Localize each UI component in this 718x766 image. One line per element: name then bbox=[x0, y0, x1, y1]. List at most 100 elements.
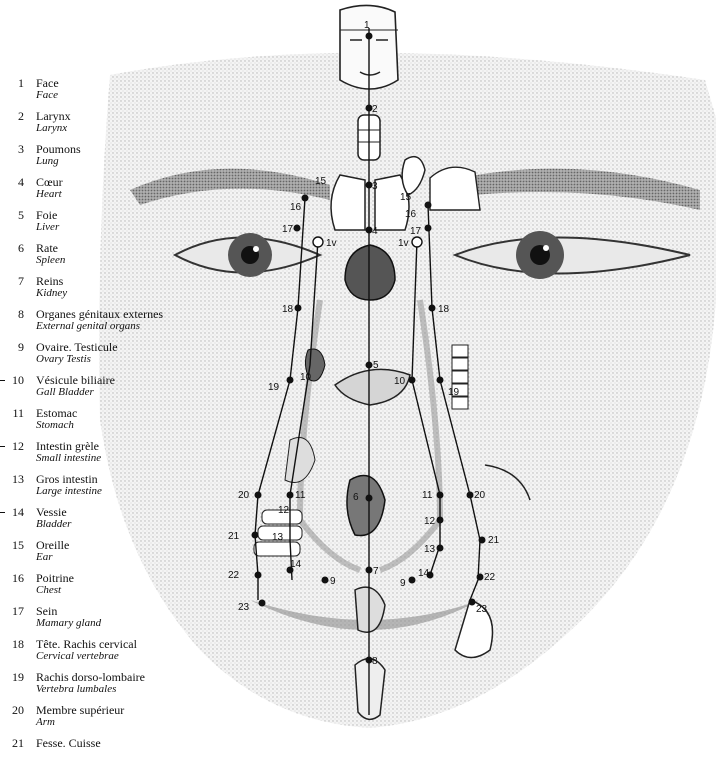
label-l12: 12 bbox=[278, 505, 290, 516]
legend-french-label: Intestin grèle bbox=[36, 439, 99, 453]
legend-english-label: Small intestine bbox=[36, 452, 101, 465]
label-l18: 18 bbox=[282, 304, 294, 315]
legend-french-label: Tête. Rachis cervical bbox=[36, 637, 137, 651]
legend-number: 4 bbox=[0, 175, 24, 189]
label-r15: 15 bbox=[400, 192, 412, 203]
point-5 bbox=[366, 362, 373, 369]
legend-french-label: Ovaire. Testicule bbox=[36, 340, 118, 354]
legend-french-label: Rate bbox=[36, 241, 58, 255]
legend-english-label: External genital organs bbox=[36, 320, 140, 333]
label-r22: 22 bbox=[484, 572, 496, 583]
label-m7: 7 bbox=[373, 566, 379, 577]
legend-french-label: Rachis dorso-lombaire bbox=[36, 670, 145, 684]
label-r12: 12 bbox=[424, 516, 436, 527]
label-r14: 14 bbox=[418, 568, 430, 579]
legend-english-label: Kidney bbox=[36, 287, 67, 300]
label-r1v: 1v bbox=[398, 238, 409, 249]
legend-french-label: Vésicule biliaire bbox=[36, 373, 115, 387]
legend-french-label: Gros intestin bbox=[36, 472, 98, 486]
label-r21: 21 bbox=[488, 535, 500, 546]
legend-number: 11 bbox=[0, 406, 24, 420]
legend-number: 19 bbox=[0, 670, 24, 684]
label-r23: 23 bbox=[476, 604, 488, 615]
label-l11: 11 bbox=[295, 490, 306, 501]
label-l1v: 1v bbox=[326, 238, 337, 249]
legend-number: 7 bbox=[0, 274, 24, 288]
legend-french-label: Larynx bbox=[36, 109, 71, 123]
legend-english-label: Ovary Testis bbox=[36, 353, 91, 366]
legend-number: 6 bbox=[0, 241, 24, 255]
legend-number: 18 bbox=[0, 637, 24, 651]
label-r18: 18 bbox=[438, 304, 450, 315]
legend-english-label: Mamary gland bbox=[36, 617, 101, 630]
point-1 bbox=[366, 33, 373, 40]
legend-english-label: Bladder bbox=[36, 518, 71, 531]
legend-english-label: Liver bbox=[36, 221, 59, 234]
legend-english-label: Face bbox=[36, 89, 58, 102]
legend-french-label: Estomac bbox=[36, 406, 77, 420]
legend-french-label: Reins bbox=[36, 274, 63, 288]
label-l15: 15 bbox=[315, 176, 327, 187]
legend-english-label: Heart bbox=[36, 188, 62, 201]
label-l16: 16 bbox=[290, 202, 302, 213]
legend-item: 9Ovaire. TesticuleOvary Testis bbox=[0, 340, 240, 370]
label-l14: 14 bbox=[290, 559, 302, 570]
label-m5: 5 bbox=[373, 360, 379, 371]
legend-number: 10 bbox=[0, 373, 24, 387]
label-m1: 1 bbox=[364, 20, 370, 31]
label-r9: 9 bbox=[400, 578, 406, 589]
legend-english-label: Large intestine bbox=[36, 485, 102, 498]
legend-number: 12 bbox=[0, 439, 24, 453]
legend-number: 21 bbox=[0, 736, 24, 750]
legend-number: 1 bbox=[0, 76, 24, 90]
label-r20: 20 bbox=[474, 490, 486, 501]
legend-number: 3 bbox=[0, 142, 24, 156]
legend-number: 15 bbox=[0, 538, 24, 552]
legend-english-label: Arm bbox=[36, 716, 55, 729]
right-point-1v bbox=[412, 237, 422, 247]
legend-english-label: Spleen bbox=[36, 254, 65, 267]
legend-french-label: Sein bbox=[36, 604, 57, 618]
legend-english-label: Lung bbox=[36, 155, 59, 168]
chest-icon bbox=[430, 167, 480, 210]
legend-number: 5 bbox=[0, 208, 24, 222]
label-m6: 6 bbox=[353, 492, 359, 503]
label-l13: 13 bbox=[272, 532, 284, 543]
legend-number: 13 bbox=[0, 472, 24, 486]
legend-number: 8 bbox=[0, 307, 24, 321]
label-m3: 3 bbox=[372, 181, 378, 192]
legend-french-label: Poumons bbox=[36, 142, 81, 156]
legend-french-label: Cœur bbox=[36, 175, 63, 189]
legend-french-label: Membre supérieur bbox=[36, 703, 124, 717]
point-7 bbox=[366, 567, 373, 574]
label-r17: 17 bbox=[410, 226, 422, 237]
label-l17: 17 bbox=[282, 224, 294, 235]
label-l9: 9 bbox=[330, 576, 336, 587]
label-r10: 10 bbox=[394, 376, 406, 387]
legend-number: 14 bbox=[0, 505, 24, 519]
label-r19: 19 bbox=[448, 387, 460, 398]
label-m4: 4 bbox=[372, 226, 378, 237]
spine-icon bbox=[452, 345, 468, 409]
legend-french-label: Oreille bbox=[36, 538, 69, 552]
legend-french-label: Organes génitaux externes bbox=[36, 307, 163, 321]
legend-number: 2 bbox=[0, 109, 24, 123]
label-r16: 16 bbox=[405, 209, 417, 220]
legend-number: 20 bbox=[0, 703, 24, 717]
label-l19: 19 bbox=[268, 382, 280, 393]
legend-english-label: Cervical vertebrae bbox=[36, 650, 119, 663]
legend-item: 4 CœurHeart bbox=[0, 175, 240, 205]
legend-french-label: Fesse. Cuisse bbox=[36, 736, 101, 750]
legend-french-label: Face bbox=[36, 76, 59, 90]
